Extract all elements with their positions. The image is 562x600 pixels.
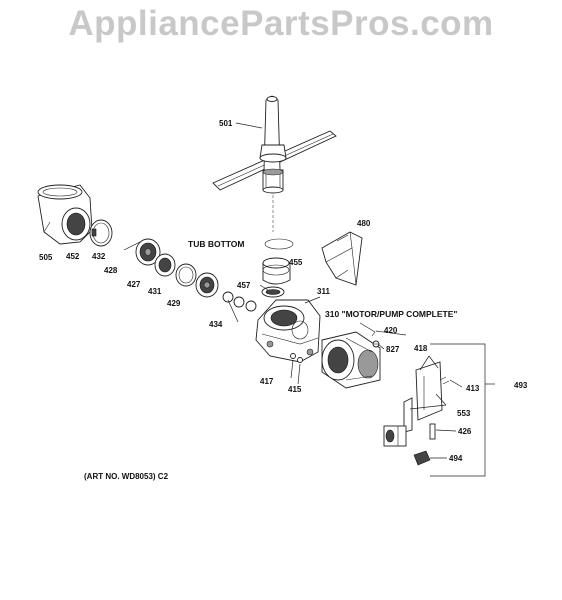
- label-426: 426: [458, 427, 472, 436]
- plug-part: [413, 450, 431, 466]
- screw-417-part: [290, 353, 296, 359]
- inlet-housing-part: [37, 184, 93, 245]
- chopper-disc-part: [154, 253, 176, 277]
- label-428: 428: [104, 266, 118, 275]
- label-452: 452: [66, 252, 80, 261]
- label-455: 455: [289, 258, 303, 267]
- label-827: 827: [386, 345, 400, 354]
- pump-hub-part: [195, 272, 219, 298]
- label-432: 432: [92, 252, 106, 261]
- label-418: 418: [414, 344, 428, 353]
- pin-part: [429, 423, 436, 440]
- label-311: 311: [317, 287, 330, 296]
- label-motor-pump-complete: 310 "MOTOR/PUMP COMPLETE": [325, 309, 457, 319]
- motor-part: [321, 331, 381, 389]
- label-553: 553: [457, 409, 471, 418]
- small-washers-part: [222, 291, 257, 312]
- label-420: 420: [384, 326, 398, 335]
- label-505: 505: [39, 253, 53, 262]
- label-457: 457: [237, 281, 251, 290]
- pump-housing-part: [255, 299, 321, 363]
- watermark: AppliancePartsPros.com: [68, 4, 494, 43]
- detergent-bracket-part: [403, 361, 443, 433]
- sleeve-part: [262, 257, 291, 285]
- gasket-part: [175, 263, 197, 287]
- label-431: 431: [148, 287, 162, 296]
- wire-clip-part: [359, 322, 376, 337]
- label-413: 413: [466, 384, 480, 393]
- label-494: 494: [449, 454, 463, 463]
- impeller-part: [135, 238, 161, 266]
- label-480: 480: [357, 219, 371, 228]
- tub-bottom-ring: [264, 238, 294, 250]
- label-501: 501: [219, 119, 233, 128]
- label-493: 493: [514, 381, 528, 390]
- label-429: 429: [167, 299, 181, 308]
- label-417: 417: [260, 377, 274, 386]
- label-415: 415: [288, 385, 302, 394]
- label-tub-bottom: TUB BOTTOM: [188, 239, 245, 249]
- guard-part: [321, 231, 363, 286]
- label-434: 434: [209, 320, 223, 329]
- spring-413-part: [439, 376, 450, 385]
- screw-415-part: [297, 357, 303, 363]
- label-427: 427: [127, 280, 141, 289]
- art-number-caption: (ART NO. WD8053) C2: [84, 472, 169, 481]
- spray-arm-part: [212, 95, 337, 194]
- clamp-part: [89, 219, 113, 247]
- solenoid-part: [383, 425, 407, 447]
- leader-lines: [227, 122, 495, 477]
